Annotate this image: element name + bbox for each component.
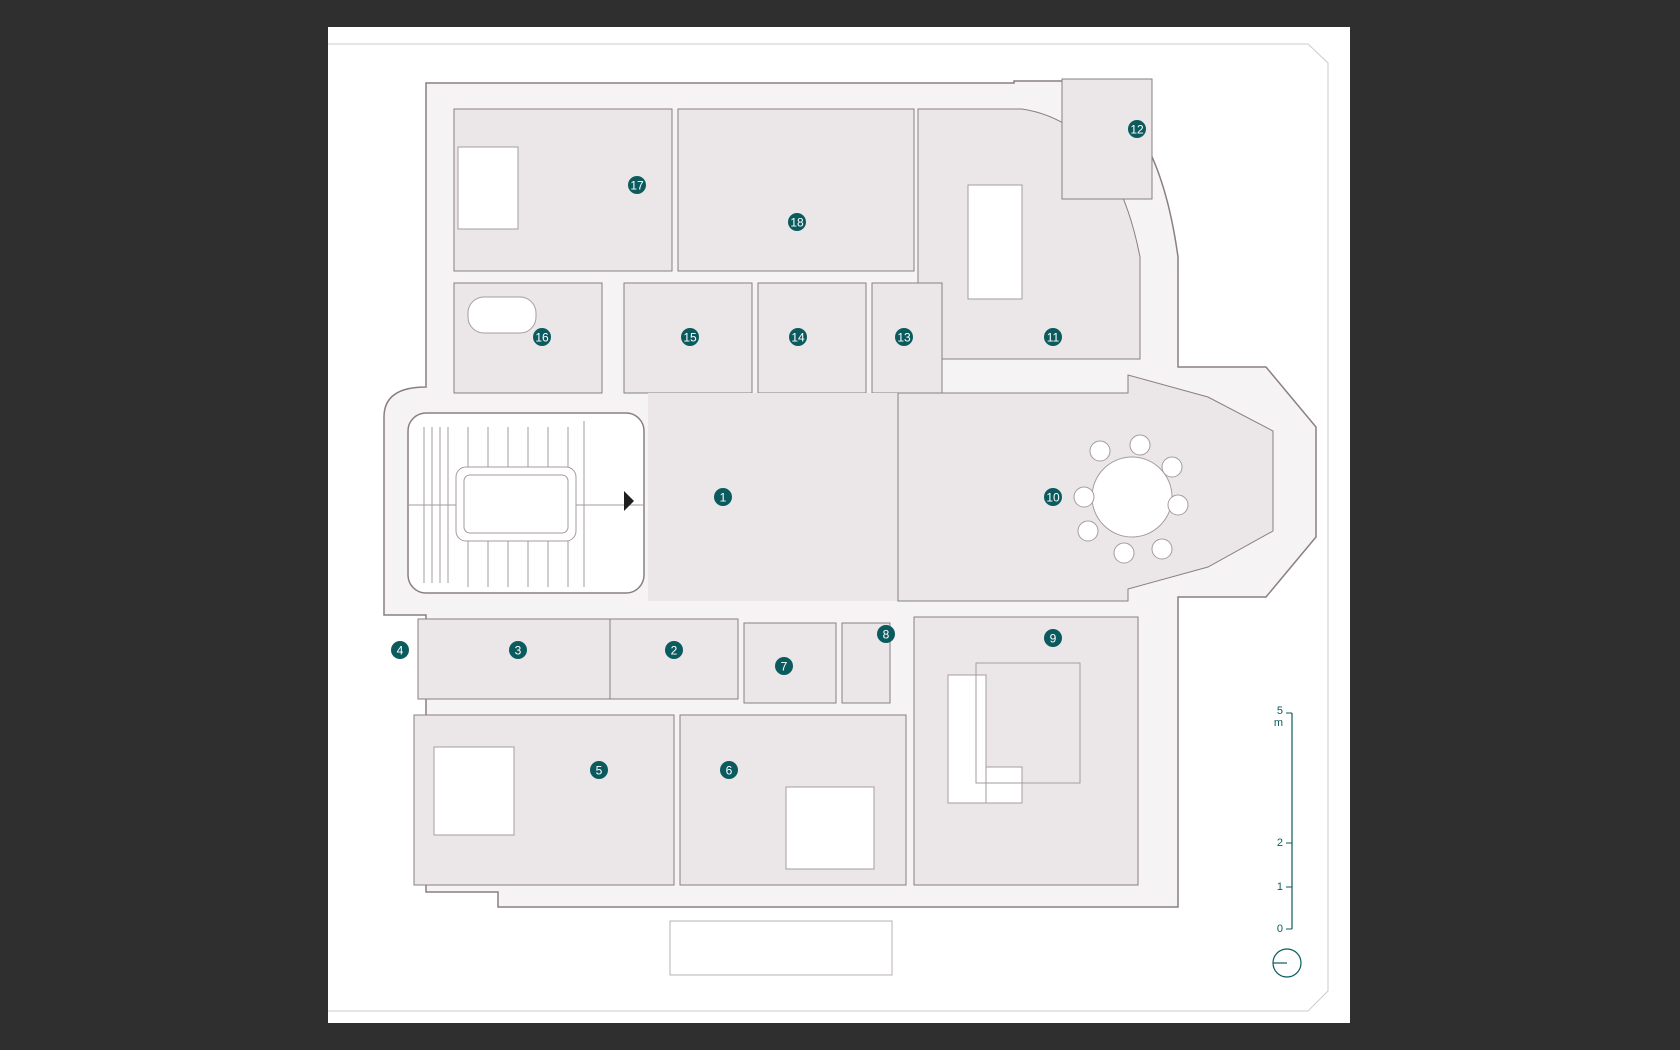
room-marker-8: 8	[877, 625, 895, 643]
room-number-2: 2	[671, 644, 678, 658]
room-marker-6: 6	[720, 761, 738, 779]
room-marker-3: 3	[509, 641, 527, 659]
room-number-7: 7	[781, 660, 788, 674]
room-marker-13: 13	[895, 328, 913, 346]
room-marker-badge	[1044, 328, 1062, 346]
kitchen-island	[967, 184, 1023, 300]
room-number-8: 8	[883, 628, 890, 642]
room-marker-14: 14	[789, 328, 807, 346]
room-number-13: 13	[897, 331, 911, 345]
terrace-outline	[669, 920, 893, 976]
room-marker-badge	[1044, 488, 1062, 506]
sofa	[947, 662, 1081, 804]
room-number-18: 18	[790, 216, 804, 230]
dining-table	[1073, 434, 1189, 564]
room-marker-badge	[391, 641, 409, 659]
room-number-12: 12	[1130, 123, 1144, 137]
room-marker-7: 7	[775, 657, 793, 675]
beds	[433, 146, 875, 870]
room-marker-badge	[509, 641, 527, 659]
room-number-15: 15	[683, 331, 697, 345]
room-marker-badge	[681, 328, 699, 346]
room-number-10: 10	[1046, 491, 1060, 505]
scale-label-0: 0	[1277, 923, 1283, 935]
room-marker-11: 11	[1044, 328, 1062, 346]
room-number-6: 6	[726, 764, 733, 778]
entrance-arrow-icon	[624, 491, 634, 511]
scale-bar: 0 1 2 5 m	[1274, 705, 1293, 935]
staircase	[408, 421, 644, 587]
room-marker-4: 4	[391, 641, 409, 659]
room-marker-12: 12	[1128, 120, 1146, 138]
room-number-5: 5	[596, 764, 603, 778]
room-marker-17: 17	[628, 176, 646, 194]
room-marker-badge	[789, 328, 807, 346]
room-marker-badge	[665, 641, 683, 659]
north-arrow-icon	[1272, 948, 1302, 978]
room-marker-16: 16	[533, 328, 551, 346]
bathtub	[467, 296, 537, 334]
room-marker-9: 9	[1044, 629, 1062, 647]
scale-label-5: 5	[1277, 705, 1283, 717]
room-marker-badge	[788, 213, 806, 231]
room-number-9: 9	[1050, 632, 1057, 646]
room-marker-2: 2	[665, 641, 683, 659]
room-marker-badge	[533, 328, 551, 346]
room-marker-badge	[1044, 629, 1062, 647]
scale-label-1: 1	[1277, 881, 1283, 893]
room-number-3: 3	[515, 644, 522, 658]
room-marker-badge	[1128, 120, 1146, 138]
scale-unit: m	[1274, 717, 1283, 729]
room-number-16: 16	[535, 331, 549, 345]
room-marker-badge	[590, 761, 608, 779]
room-number-14: 14	[791, 331, 805, 345]
room-marker-badge	[877, 625, 895, 643]
room-marker-badge	[628, 176, 646, 194]
scale-label-2: 2	[1277, 837, 1283, 849]
balcony	[1061, 78, 1153, 200]
room-marker-badge	[720, 761, 738, 779]
room-marker-badge	[775, 657, 793, 675]
room-marker-badge	[895, 328, 913, 346]
room-marker-badge	[714, 488, 732, 506]
room-marker-15: 15	[681, 328, 699, 346]
room-number-1: 1	[720, 491, 727, 505]
room-marker-18: 18	[788, 213, 806, 231]
sheet-border	[328, 43, 1329, 1012]
room-number-4: 4	[397, 644, 404, 658]
room-number-11: 11	[1047, 331, 1060, 345]
room-marker-5: 5	[590, 761, 608, 779]
room-marker-10: 10	[1044, 488, 1062, 506]
room-marker-1: 1	[714, 488, 732, 506]
room-number-17: 17	[630, 179, 644, 193]
